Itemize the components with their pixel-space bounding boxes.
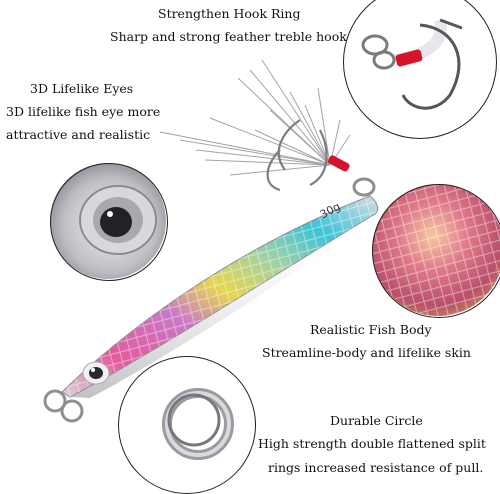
lure-body [61,195,379,398]
hook-ring-desc: Sharp and strong feather treble hook [110,29,347,44]
feather-tail [159,59,351,176]
eye-zoom-frame [50,163,168,281]
eyes-desc-line1: 3D lifelike fish eye more [6,104,161,119]
circle-desc-line1: High strength double flattened split [258,436,486,451]
body-title: Realistic Fish Body [310,322,432,337]
hook-ring-title: Strengthen Hook Ring [158,6,301,21]
circle-desc-line2: rings increased resistance of pull. [268,460,484,475]
split-ring-zoom-frame [118,356,256,494]
feather-hooks [266,119,328,192]
eyes-title: 3D Lifelike Eyes [30,81,134,96]
skin-zoom-frame [372,184,500,318]
hook-ring-zoom-frame [343,0,497,139]
body-desc: Streamline-body and lifelike skin [262,345,471,360]
front-split-ring [43,389,84,423]
red-thread [327,155,350,172]
eyes-desc-line2: attractive and realistic [6,127,151,142]
upper-split-ring [352,177,376,197]
lure-eye [82,361,110,385]
circle-title: Durable Circle [330,413,423,428]
